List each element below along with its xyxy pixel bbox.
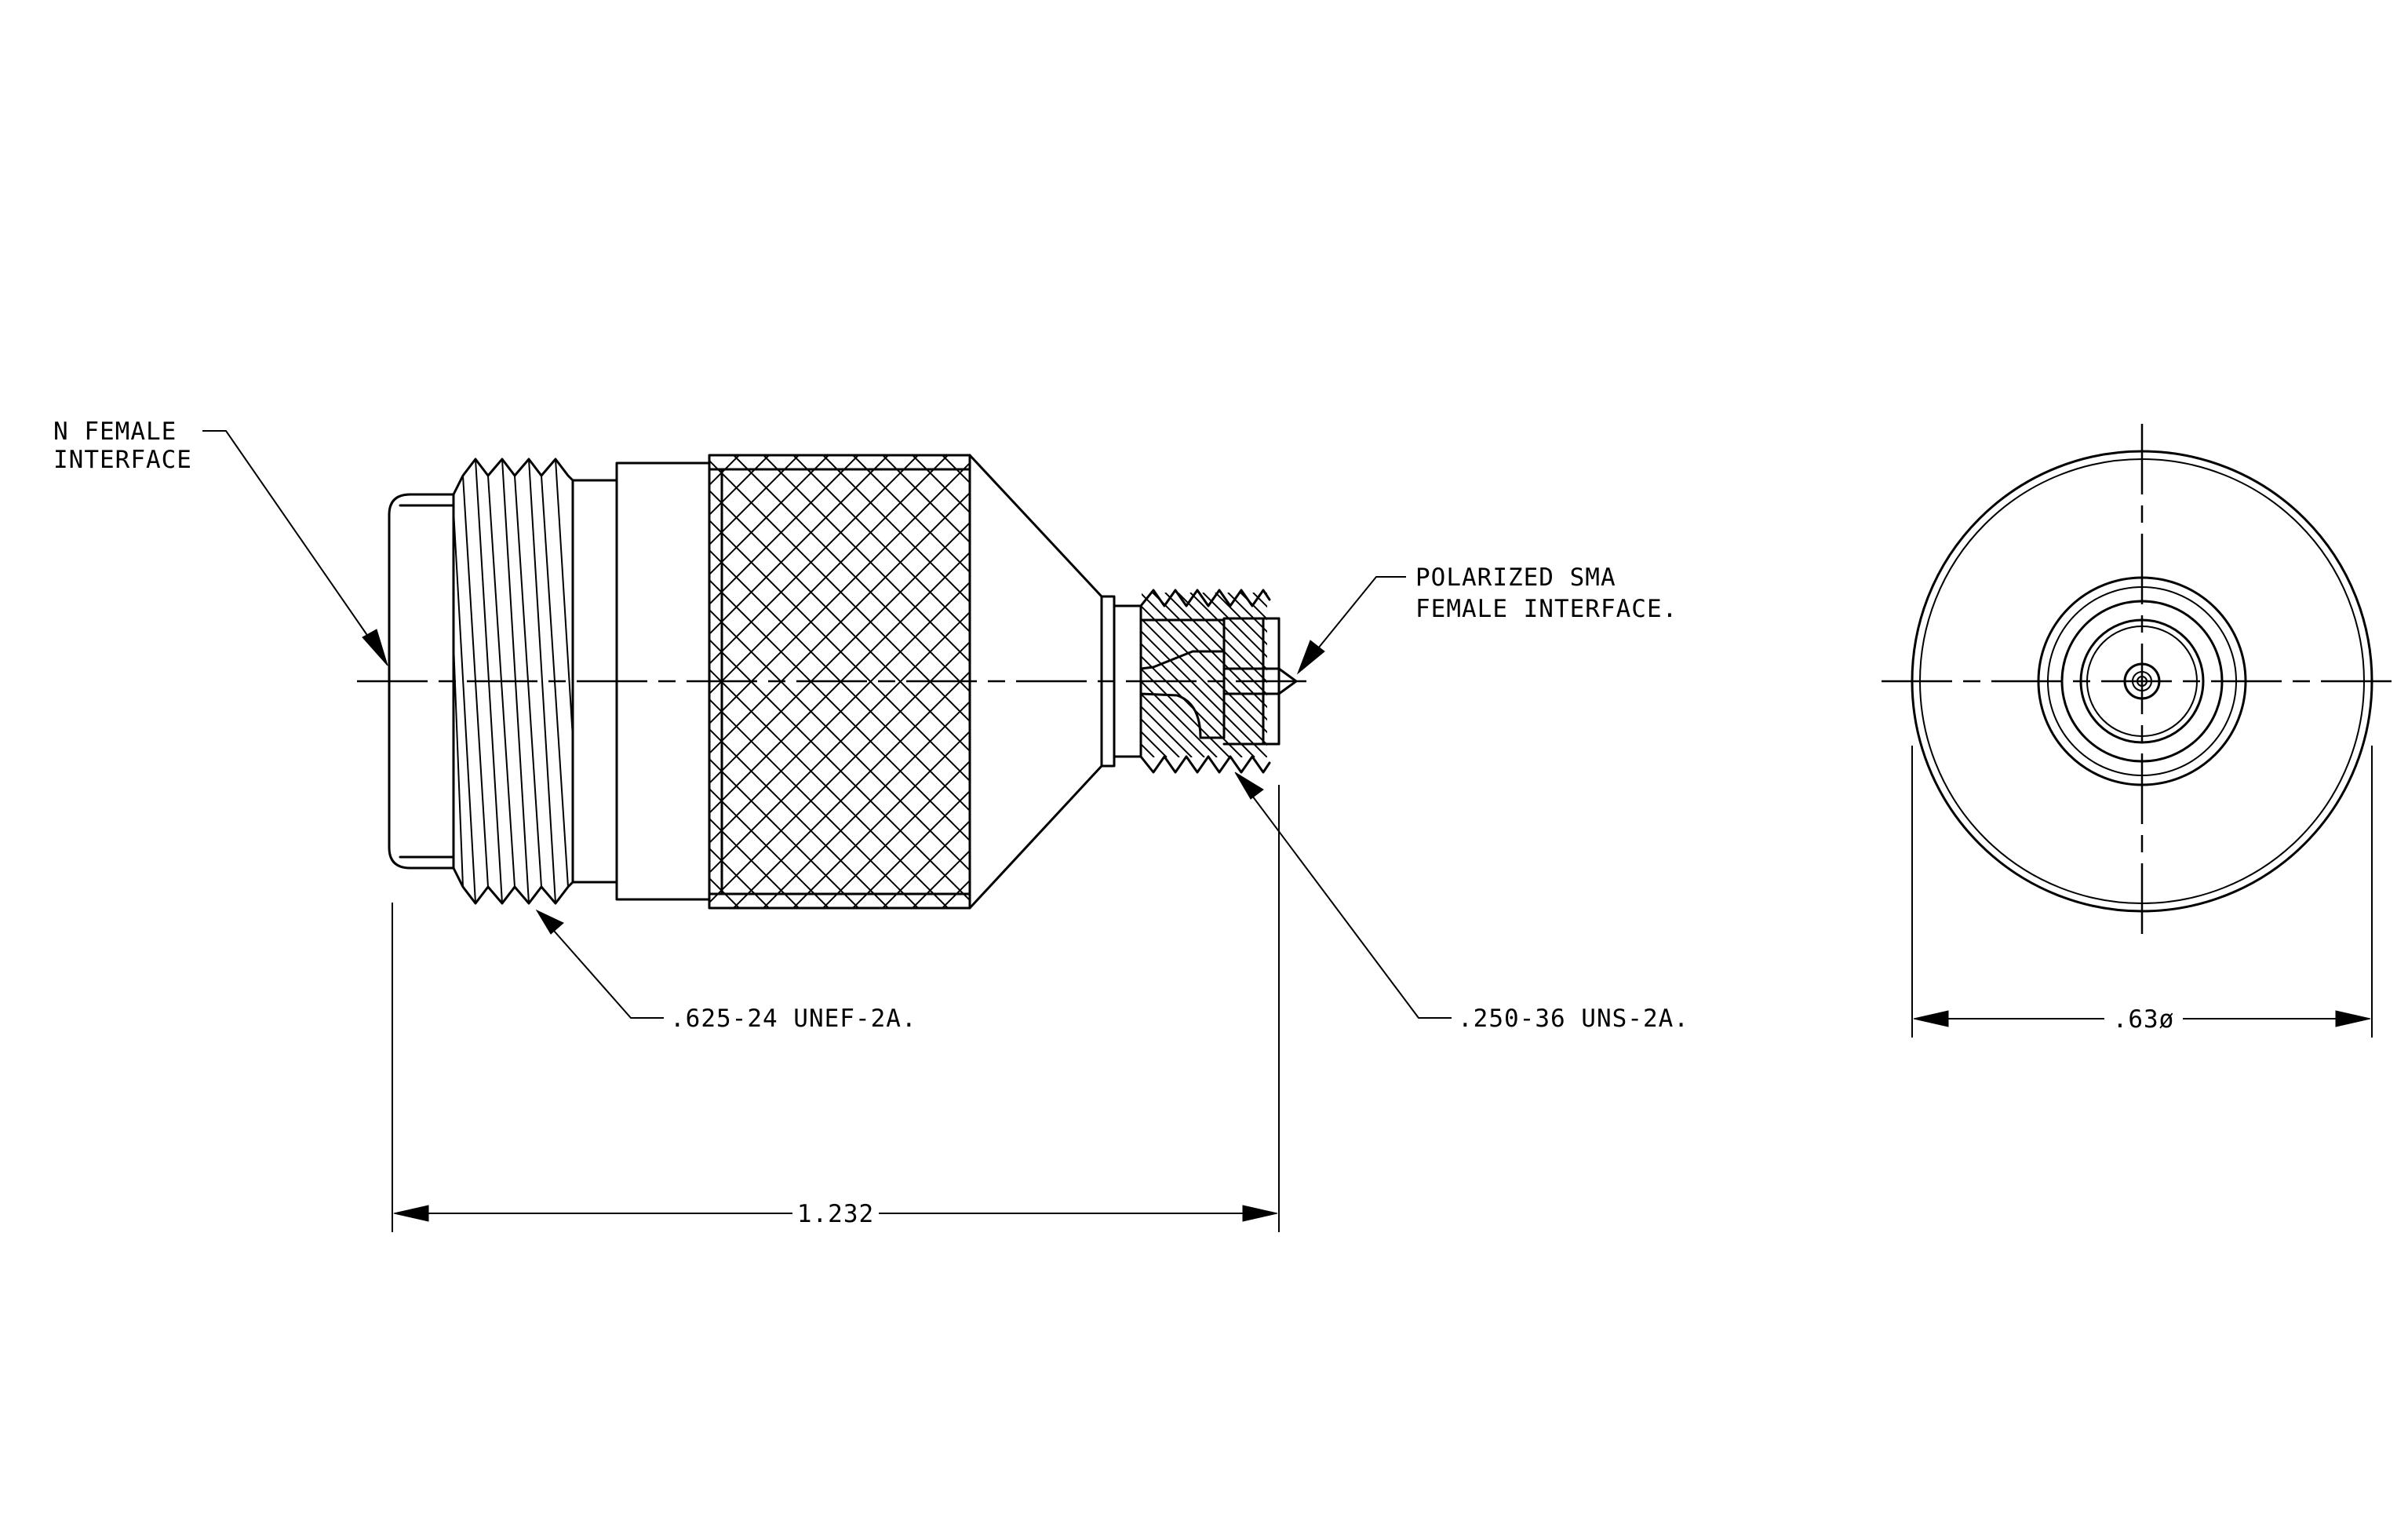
callout-sma-interface: POLARIZED SMA FEMALE INTERFACE.	[1296, 564, 1678, 675]
hatch-line	[1265, 593, 1267, 596]
hatch-line	[852, 790, 970, 908]
hatch-line	[882, 455, 970, 544]
hatch-line	[1164, 593, 1267, 696]
hatch-line	[1360, 455, 1812, 908]
hatch-line	[1419, 455, 1872, 908]
side-view: N FEMALE INTERFACE POLARIZED SMA FEMALE …	[53, 418, 1872, 1232]
hatch-line	[1142, 593, 1267, 721]
hatch-line	[709, 455, 829, 576]
end-thread-circle	[2037, 576, 2247, 786]
hatch-line	[822, 760, 970, 908]
hatch-line	[882, 819, 970, 908]
n-thread-section	[452, 458, 574, 905]
n-female-nose	[388, 493, 455, 870]
hatch-line	[1227, 593, 1267, 633]
callout-sma-thread-text: .250-36 UNS-2A.	[1458, 1005, 1689, 1033]
callout-n-female-line2: INTERFACE	[53, 446, 192, 474]
hatch-line	[1142, 743, 1155, 757]
hatch-line	[1300, 455, 1753, 908]
dimension-diameter: .63ø	[1911, 746, 2373, 1038]
hatch-line	[709, 455, 859, 606]
hatch-line	[709, 757, 859, 908]
hatch-line	[709, 787, 829, 908]
hatch-line	[1189, 593, 1267, 671]
hatch-line	[1419, 455, 1872, 908]
sma-section-hatch	[977, 593, 1267, 757]
end-bore-circle	[2079, 618, 2205, 744]
dimension-overall-length: 1.232	[392, 785, 1280, 1232]
hatch-line	[1152, 593, 1267, 709]
knurl-pattern	[709, 455, 1872, 908]
hatch-line	[1330, 455, 1783, 908]
hatch-line	[1142, 680, 1218, 757]
hatch-line	[822, 455, 970, 604]
sma-center-pin	[1222, 667, 1298, 695]
callout-n-female: N FEMALE INTERFACE	[53, 418, 388, 666]
hatch-line	[977, 593, 1142, 757]
hatch-line	[1142, 706, 1193, 757]
hatch-line	[709, 455, 949, 695]
hatch-line	[709, 640, 970, 904]
end-pin-circle	[2123, 662, 2161, 700]
knurled-coupling-nut	[708, 454, 1872, 910]
hatch-line	[1240, 455, 1693, 908]
callout-n-female-line1: N FEMALE	[53, 418, 177, 446]
hatch-line	[1270, 455, 1723, 908]
hatch-line	[1240, 455, 1693, 908]
hatch-line	[763, 455, 970, 663]
callout-n-thread: .625-24 UNEF-2A.	[535, 909, 917, 1033]
hatch-line	[1240, 593, 1267, 621]
hatch-line	[709, 581, 970, 844]
callout-sma-line2: FEMALE INTERFACE.	[1415, 595, 1678, 623]
dimension-diameter-value: .63ø	[2113, 1005, 2175, 1034]
hatch-line	[709, 455, 800, 546]
hatch-line	[709, 455, 889, 636]
hatch-line	[1270, 455, 1723, 908]
hatch-line	[792, 455, 970, 633]
hatch-line	[1215, 593, 1267, 646]
hatch-line	[1360, 455, 1812, 908]
callout-sma-thread: .250-36 UNS-2A.	[1234, 771, 1689, 1033]
hatch-line	[733, 670, 970, 908]
hatch-line	[1390, 455, 1842, 908]
sma-thread-section	[977, 589, 1298, 774]
hatch-line	[709, 817, 800, 908]
hatch-line	[1330, 455, 1783, 908]
dimension-length-value: 1.232	[797, 1200, 874, 1228]
hatch-line	[852, 455, 970, 574]
hatch-line	[709, 521, 970, 785]
hatch-line	[763, 700, 970, 908]
hatch-line	[1177, 593, 1267, 684]
hatch-line	[709, 461, 970, 725]
hatch-line	[1142, 655, 1243, 757]
hatch-line	[1142, 618, 1267, 746]
callout-n-thread-text: .625-24 UNEF-2A.	[670, 1005, 917, 1033]
hatch-line	[709, 455, 919, 666]
hatch-line	[792, 730, 970, 908]
hatch-line	[1202, 593, 1267, 658]
end-outer-circle	[1911, 450, 2373, 913]
hatch-line	[709, 728, 889, 908]
hatch-line	[1300, 455, 1753, 908]
hatch-line	[709, 551, 970, 815]
hatch-line	[709, 491, 970, 755]
hatch-line	[1142, 605, 1267, 734]
end-view: .63ø	[1882, 424, 2403, 1038]
hatch-line	[1142, 693, 1205, 757]
callout-sma-line1: POLARIZED SMA	[1415, 564, 1616, 592]
hatch-line	[1142, 643, 1255, 757]
hatch-line	[1142, 668, 1230, 757]
hatch-line	[709, 611, 970, 874]
hatch-line	[1390, 455, 1842, 908]
hatch-line	[1142, 630, 1267, 757]
hatch-line	[1142, 718, 1180, 757]
hatch-line	[709, 698, 919, 908]
